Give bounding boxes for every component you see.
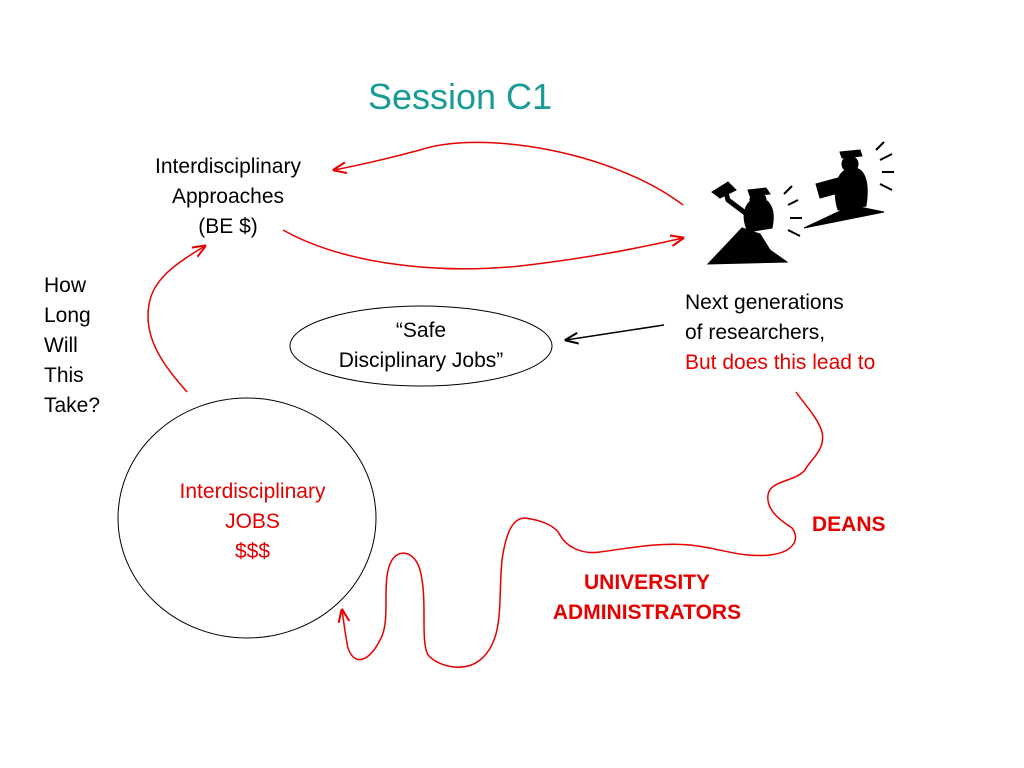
jobs-line: JOBS [225,510,280,533]
question-line: How [44,274,87,297]
safe-jobs-line: Disciplinary Jobs” [338,349,504,372]
question-line: This [44,364,84,387]
deans-text: DEANS [812,513,886,536]
jobs-circle [117,397,377,639]
question-line: Take? [44,394,101,417]
administrators-line: UNIVERSITY [583,571,711,594]
approaches-line: (BE $) [198,215,258,238]
jobs-label: Interdisciplinary JOBS $$$ [150,477,355,567]
arrow-to-safe-jobs [566,324,665,340]
approaches-line: Interdisciplinary [155,155,301,178]
winding-path-arrow [342,391,824,668]
lead-to-question: But does this lead to [685,351,876,374]
safe-jobs-ellipse [289,305,553,387]
arrow-to-approaches [334,141,684,206]
graduate-figures-icon [706,141,894,265]
approaches-line: Approaches [171,185,285,208]
question-line: Will [44,334,78,357]
jobs-line: Interdisciplinary [179,480,326,503]
administrators-line: ADMINISTRATORS [552,601,742,624]
jobs-line: $$$ [234,540,271,563]
safe-jobs-label: “Safe Disciplinary Jobs” [306,316,536,376]
slide-title-text: Session C1 [367,76,553,117]
deans-label: DEANS [812,510,922,540]
approaches-label: Interdisciplinary Approaches (BE $) [128,152,328,242]
arrow-circle-to-approaches [147,246,205,393]
duration-question: How Long Will This Take? [44,271,134,421]
next-generations-line: of researchers, [685,321,826,344]
question-line: Long [44,304,91,327]
next-generations-label: Next generations of researchers, But doe… [685,288,945,378]
slide-title: Session C1 [300,72,620,122]
arrow-to-researchers [282,229,683,270]
administrators-label: UNIVERSITY ADMINISTRATORS [520,568,774,628]
next-generations-line: Next generations [685,291,844,314]
safe-jobs-line: “Safe [395,319,447,342]
